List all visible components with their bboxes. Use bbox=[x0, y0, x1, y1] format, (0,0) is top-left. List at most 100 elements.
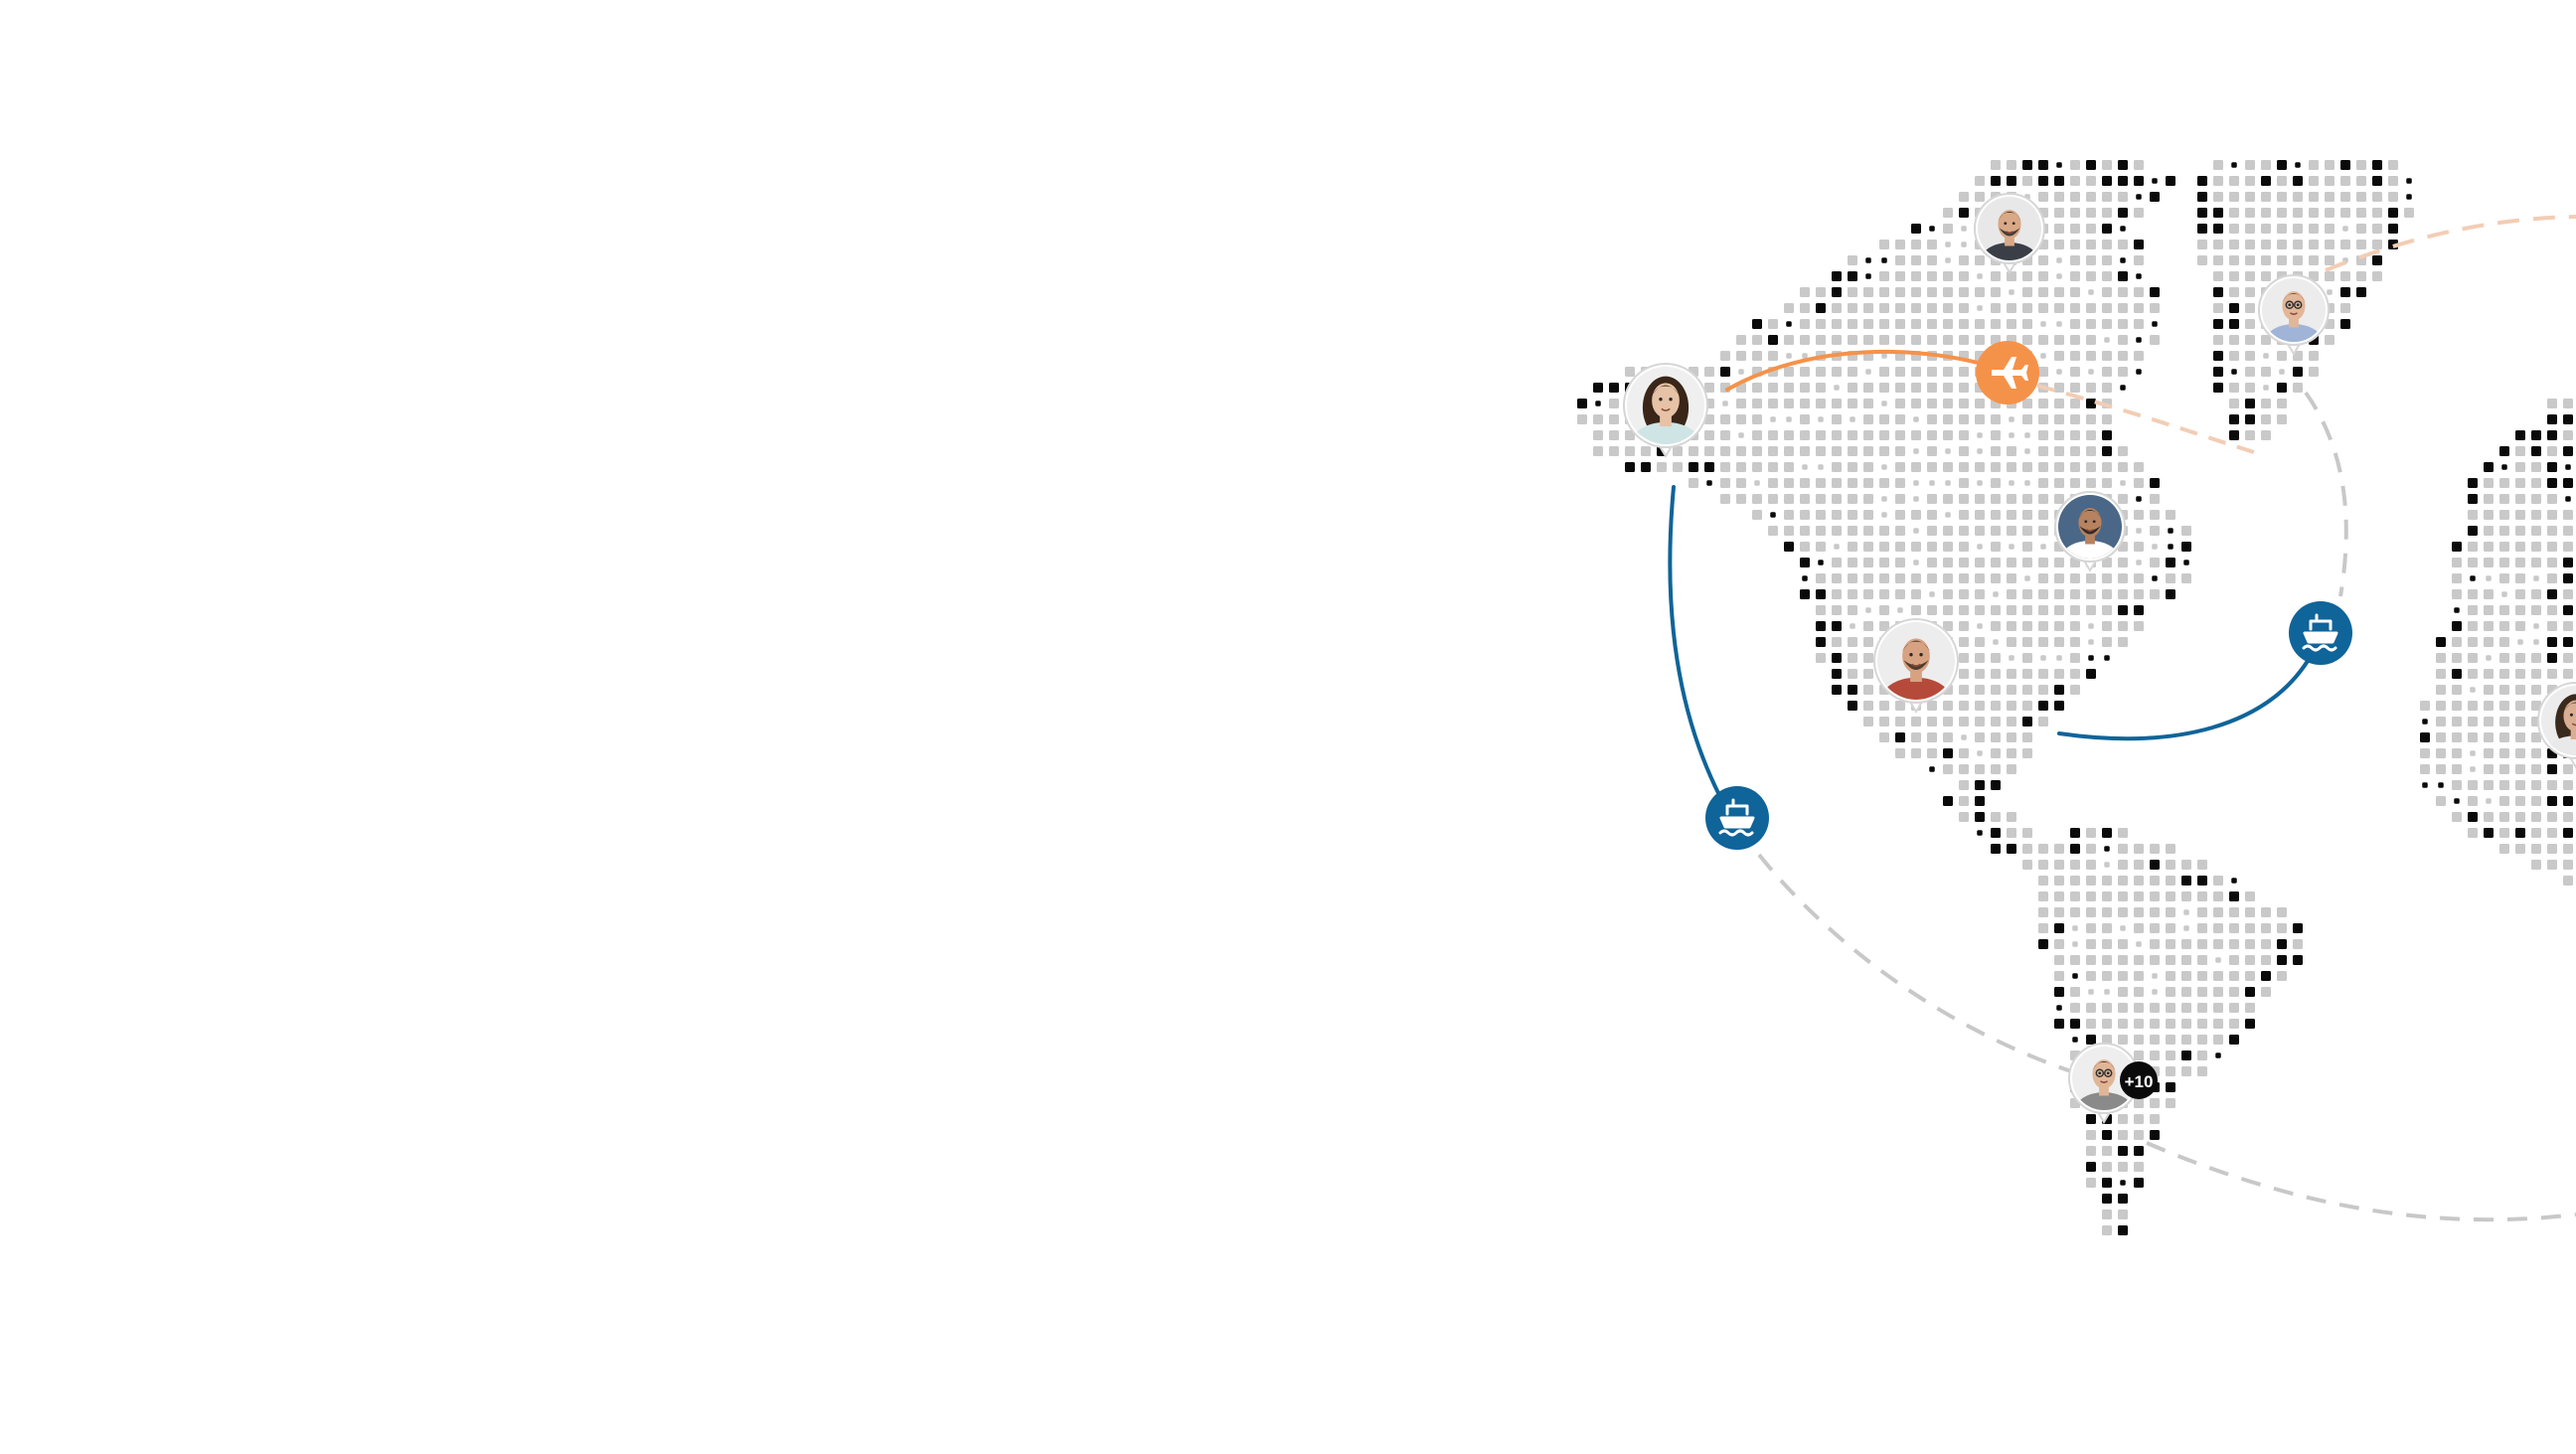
map-dot bbox=[2118, 955, 2128, 965]
map-dot bbox=[2134, 1019, 2144, 1029]
map-dot bbox=[2452, 542, 2462, 552]
map-dot bbox=[2070, 478, 2080, 488]
sea-route-marker-west[interactable] bbox=[1705, 786, 1769, 850]
map-dot bbox=[1736, 494, 1746, 504]
map-dot bbox=[1895, 732, 1905, 742]
avatar-pin-woman-long-hair-west[interactable] bbox=[1623, 363, 1708, 468]
map-dot bbox=[2054, 446, 2064, 456]
map-dot bbox=[2484, 701, 2494, 711]
map-dot bbox=[1959, 430, 1969, 440]
map-dot bbox=[2484, 589, 2494, 599]
avatar-pin-man-beard-south[interactable] bbox=[1873, 618, 1959, 724]
map-dot bbox=[2168, 528, 2174, 534]
map-dot bbox=[2213, 319, 2223, 329]
map-dot bbox=[2134, 1130, 2144, 1140]
map-dot bbox=[1991, 303, 2001, 313]
map-dot bbox=[1848, 701, 1857, 711]
map-dot bbox=[2547, 446, 2557, 456]
map-dot bbox=[2166, 1050, 2175, 1060]
map-dot bbox=[1975, 812, 1985, 822]
avatar-pin-man-suit-north[interactable] bbox=[1974, 193, 2045, 281]
map-dot bbox=[2515, 478, 2525, 488]
map-dot bbox=[2118, 1146, 2128, 1156]
team-count-badge[interactable]: +10 bbox=[2120, 1061, 2158, 1099]
avatar-pin-woman-glasses-northeast[interactable] bbox=[2258, 274, 2330, 363]
map-dot bbox=[1895, 414, 1905, 424]
map-dot bbox=[2515, 542, 2525, 552]
map-dot bbox=[2070, 605, 2080, 615]
map-dot bbox=[2245, 383, 2255, 393]
map-dot bbox=[2531, 558, 2541, 567]
map-dot bbox=[2007, 176, 2016, 186]
map-dot bbox=[2245, 1019, 2255, 1029]
map-dot bbox=[1975, 796, 1985, 806]
map-dot bbox=[2277, 923, 2287, 933]
map-dot bbox=[2309, 255, 2319, 265]
map-dot bbox=[2086, 1146, 2096, 1156]
map-dot bbox=[1895, 589, 1905, 599]
map-dot bbox=[2325, 192, 2334, 202]
map-dot bbox=[2547, 399, 2557, 408]
map-dot bbox=[2436, 637, 2446, 647]
map-dot bbox=[2486, 798, 2492, 804]
map-dot bbox=[1943, 796, 1953, 806]
map-dot bbox=[2499, 701, 2509, 711]
map-dot bbox=[2086, 208, 2096, 218]
map-dot bbox=[1929, 480, 1935, 486]
avatar-pin-man-glasses-south-america[interactable] bbox=[2068, 1043, 2140, 1131]
map-dot bbox=[2468, 717, 2478, 727]
map-dot bbox=[2261, 923, 2271, 933]
map-dot bbox=[2261, 907, 2271, 917]
sea-route-marker-east[interactable] bbox=[2289, 601, 2352, 665]
map-dot bbox=[1975, 176, 1985, 186]
map-dot bbox=[1975, 414, 1985, 424]
map-dot bbox=[2054, 383, 2064, 393]
map-dot bbox=[2563, 669, 2573, 679]
map-dot bbox=[2070, 907, 2080, 917]
map-dot bbox=[1800, 287, 1810, 297]
map-dot bbox=[1929, 591, 1935, 597]
map-dot bbox=[2152, 321, 2158, 327]
map-dot bbox=[2070, 335, 2080, 345]
map-dot bbox=[2054, 208, 2064, 218]
map-dot bbox=[2531, 732, 2541, 742]
avatar-pin-person-edge-east[interactable] bbox=[2537, 682, 2576, 777]
map-dot bbox=[2197, 208, 2207, 218]
map-dot bbox=[1848, 637, 1857, 647]
map-dot bbox=[1863, 542, 1873, 552]
map-dot bbox=[2531, 780, 2541, 790]
map-dot bbox=[2150, 1050, 2160, 1060]
map-dot bbox=[1673, 462, 1683, 472]
map-dot bbox=[2531, 828, 2541, 838]
map-dot bbox=[2102, 907, 2112, 917]
map-dot bbox=[2070, 589, 2080, 599]
map-dot bbox=[2056, 321, 2062, 327]
map-dot bbox=[1720, 414, 1730, 424]
map-dot bbox=[1848, 335, 1857, 345]
map-dot bbox=[1865, 257, 1871, 263]
avatar-pin-man-smiling-center[interactable] bbox=[2054, 491, 2126, 579]
map-dot bbox=[2231, 878, 2237, 884]
map-dot bbox=[2150, 891, 2160, 901]
map-dot bbox=[2038, 876, 2048, 886]
map-dot bbox=[2293, 192, 2303, 202]
air-route-marker[interactable] bbox=[1976, 341, 2039, 404]
map-dot bbox=[2563, 812, 2573, 822]
map-dot bbox=[1863, 701, 1873, 711]
map-dot bbox=[1784, 335, 1794, 345]
map-dot bbox=[2340, 192, 2350, 202]
map-dot bbox=[1911, 240, 1921, 249]
map-dot bbox=[2009, 432, 2014, 438]
map-dot bbox=[1816, 303, 1826, 313]
map-dot bbox=[1959, 303, 1969, 313]
map-dot bbox=[1768, 399, 1778, 408]
map-dot bbox=[1991, 494, 2001, 504]
map-dot bbox=[2070, 860, 2080, 870]
map-dot bbox=[1945, 480, 1951, 486]
map-dot bbox=[1975, 255, 1985, 265]
map-dot bbox=[2531, 510, 2541, 520]
map-dot bbox=[1959, 796, 1969, 806]
map-dot bbox=[2038, 637, 2048, 647]
map-dot bbox=[2181, 573, 2191, 583]
